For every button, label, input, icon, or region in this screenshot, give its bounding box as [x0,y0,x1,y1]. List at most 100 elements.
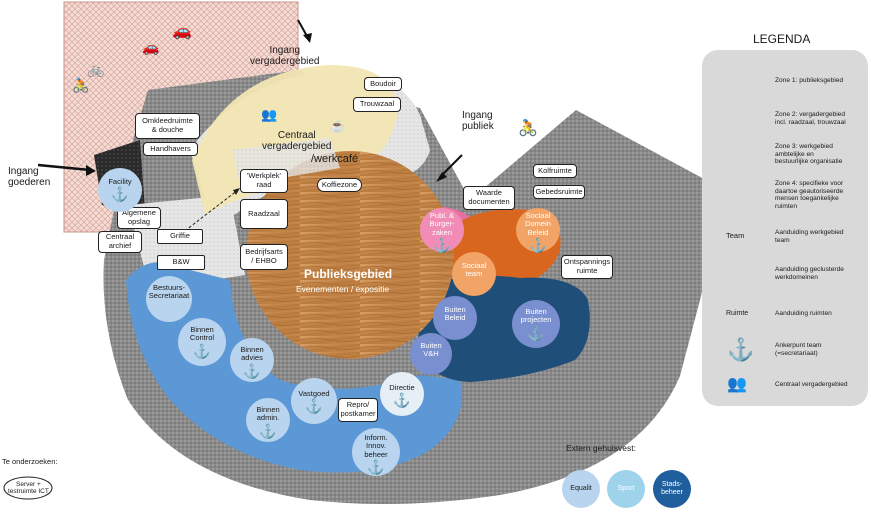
team-buiten-vh-label: Buiten V&H [420,341,442,359]
room-repro: Repro/ postkamer [338,398,378,422]
team-buiten-projecten-label: Buiten projecten [520,307,552,325]
legend-zone3: Zone 3: werkgebied ambtelijke en bestuur… [775,143,843,166]
anchor-icon: ⚓ [305,398,323,415]
entrance-goods-label: Ingang goederen [8,166,51,188]
extern-sport-label: Sport [617,485,635,492]
arrow-meeting-head [303,33,312,43]
room-bw: B&W [157,255,205,270]
team-binnen-advies: Binnen advies ⚓ [230,338,274,382]
legend-meeting: Centraal vergadergebied [775,381,848,388]
extern-sport [607,470,645,508]
public-subtitle: Evenementen / expositie [296,284,390,294]
car-icon: 🚗 [172,23,192,40]
extern-stadsbeheer-label: Stads- beheer [661,481,683,496]
team-facility: Facility ⚓ [98,168,142,212]
arrow-public [439,154,463,178]
anchor-icon: ⚓ [243,362,261,379]
team-bestuurs-label: Bestuurs- Secretariaat [148,283,190,301]
team-directie: Directie ⚓ [380,372,424,416]
legend-team: Aanduiding werkgebied team [775,229,844,244]
dashed-arrow [172,189,239,241]
team-binnen-control-label: Binnen Control [189,325,215,343]
arrow-goods-head [86,165,96,176]
anchor-icon: ⚓ [367,458,385,475]
entrance-meeting-label: Ingang vergadergebied [250,45,320,67]
room-boudoir: Boudoir [364,77,402,91]
team-sociaal-team-label: Sociaal team [461,261,487,279]
team-cluster-blue [126,262,462,473]
room-centraal-archief: Centraal archief [98,231,142,253]
team-burgerzaken: Publ. & Burger- zaken ⚓ [420,208,464,252]
extern-equalit-label: Equalit [570,485,592,492]
room-bedrijfsarts: Bedrijfsarts / EHBO [240,244,288,270]
legend-zone2: Zone 2: vergadergebied incl. raadzaal, t… [775,111,846,126]
coffee-icon: ☕ [330,119,345,133]
public-title: Publieksgebied [304,267,393,281]
legend-zone4: Zone 4: specifieke voor daartoe geautori… [775,180,844,210]
legend-cluster: Aanduiding geclusterde werkdomeinen [775,266,844,281]
extern-stadsbeheer [653,470,691,508]
room-kolfruimte: Kolfruimte [533,164,577,178]
legend-team-sample: Team [726,231,745,240]
room-omkleedruimte: Omkleedruimte & douche [135,113,200,139]
car-icon-2: 🚗 [142,39,160,55]
team-sociaal-domein: Sociaal Domein Beleid ⚓ [516,208,560,252]
team-vastgoed: Vastgoed ⚓ [291,378,337,424]
dashed-arrow-head [233,188,240,195]
anchor-icon: ⚓ [527,324,545,341]
anchor-icon: ⚓ [259,422,277,439]
entrance-public-label: Ingang publiek [462,110,494,132]
room-koffiezone: Koffiezone [317,178,362,192]
room-gebedsruimte: Gebedsruimte [533,185,585,199]
room-raadzaal: Raadzaal [240,199,288,229]
legend-panel [702,50,868,406]
team-buiten-projecten: Buiten projecten ⚓ [512,300,560,348]
anchor-icon: ⚓ [529,236,547,253]
room-werkplek-raad: 'Werkplek' raad [240,169,288,193]
team-buiten-beleid: Buiten Beleid [433,296,477,340]
server-ellipse [3,476,53,500]
anchor-icon: ⚓ [193,342,211,359]
legend-zone1: Zone 1: publieksgebied [775,77,844,84]
team-facility-label: Facility [108,177,132,186]
team-inform: Inform. Innov. beheer ⚓ [352,428,400,476]
room-handhavers: Handhavers [143,142,198,156]
anchor-icon: ⚓ [393,392,411,409]
anchor-icon: ⚓ [433,236,451,253]
team-directie-label: Directie [389,383,415,392]
to-investigate-heading: Te onderzoeken: [2,457,58,466]
extern-equalit [562,470,600,508]
arrow-public-head [436,172,447,182]
bicycle-icon: 🚲 [87,61,105,77]
meeting-people-icon: 👥 [261,107,278,122]
extern-heading: Extern gehuisvest: [566,443,636,453]
meeting-title: Centraal vergadergebied [262,130,332,152]
legend-room: Aanduiding ruimten [775,310,832,317]
public-zone-circle [246,151,454,359]
legend-meeting-icon: 👥 [727,376,747,393]
cyclist-icon: 🚴 [72,77,90,93]
team-binnen-control: Binnen Control ⚓ [178,318,226,366]
room-griffie: Griffie [157,229,203,244]
team-bestuurs: Bestuurs- Secretariaat [146,276,192,322]
server-label: Server + testruimte ICT [8,481,49,496]
room-algemene-opslag: Algemene opslag [117,207,161,229]
team-buiten-vh: Buiten V&H [410,333,452,375]
werkcafe-label: /werkcafé [311,153,359,165]
legend-title: LEGENDA [753,32,811,46]
arrow-goods [37,163,91,172]
legend-room-sample: Ruimte [726,310,749,317]
team-binnen-advies-label: Binnen advies [240,345,264,363]
room-waarde-documenten: Waarde documenten [463,186,515,210]
team-sociaal-domein-label: Sociaal Domein Beleid [525,211,551,237]
team-buiten-beleid-label: Buiten Beleid [444,305,466,323]
anchor-icon: ⚓ [111,186,129,203]
team-sociaal-team: Sociaal team [452,252,496,296]
legend-anchor-icon: ⚓ [727,337,755,362]
team-burgerzaken-label: Publ. & Burger- zaken [429,211,455,237]
room-ontspanningsruimte: Ontspannings ruimte [561,255,613,279]
cyclist-public-icon: 🚴 [518,120,538,137]
team-binnen-admin-label: Binnen admin. [256,405,280,423]
room-trouwzaal: Trouwzaal [353,97,401,112]
